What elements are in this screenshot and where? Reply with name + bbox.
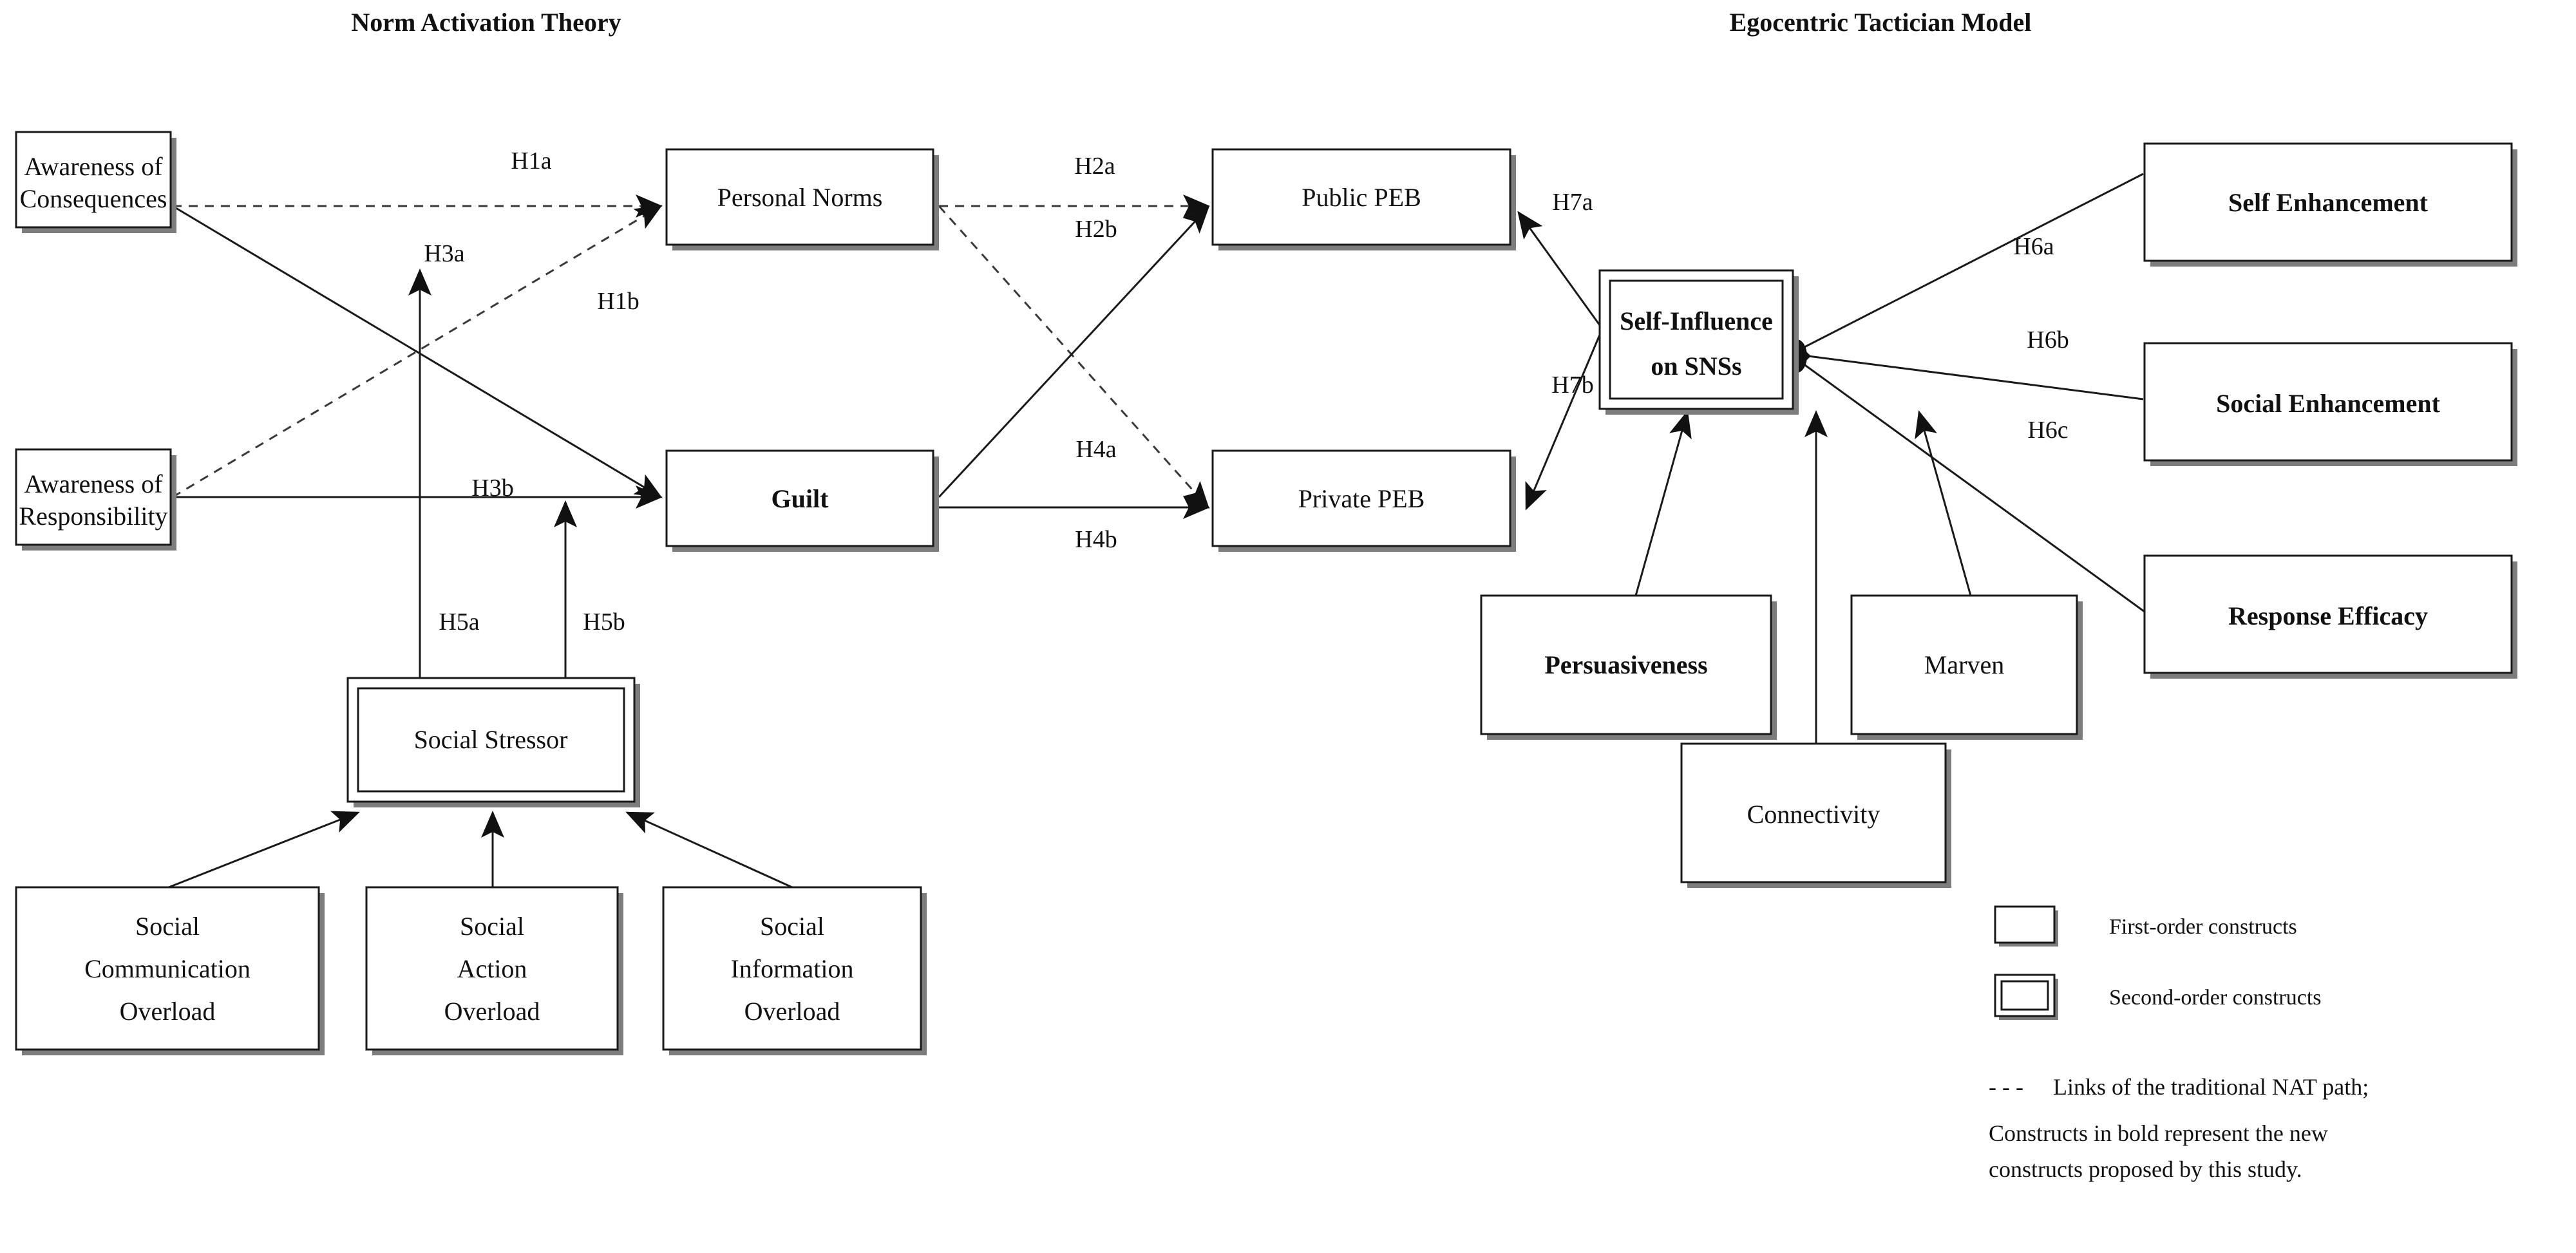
box-social-information-overload[interactable]: Social Information Overload	[662, 886, 927, 1055]
box-label-line1: Social	[760, 912, 824, 941]
label-h2a: H2a	[1074, 153, 1115, 180]
box-label-line2: on SNSs	[1651, 352, 1741, 381]
legend-first-order-swatch	[1994, 905, 2058, 947]
box-label-line2: Communication	[84, 954, 251, 983]
legend-second-order-label: Second-order constructs	[2109, 986, 2322, 1010]
box-personal-norms[interactable]: Personal Norms	[665, 148, 939, 250]
box-label-line2: Action	[457, 954, 527, 983]
legend: First-order constructs Second-order cons…	[1989, 905, 2369, 1182]
legend-note-line1: Links of the traditional NAT path;	[2053, 1074, 2369, 1100]
path-h7b	[1525, 334, 1601, 511]
box-label-line1: Public PEB	[1302, 183, 1421, 212]
label-h1b: H1b	[597, 288, 639, 315]
path-h2b	[938, 205, 1209, 509]
box-label-line1: Awareness of	[24, 469, 163, 498]
label-h3b: H3b	[471, 475, 513, 502]
box-marven[interactable]: Marven	[1850, 594, 2083, 740]
box-persuasiveness[interactable]: Persuasiveness	[1480, 594, 1777, 740]
label-h7b: H7b	[1551, 372, 1593, 399]
box-label-line1: Self Enhancement	[2228, 188, 2429, 217]
box-self-enhancement[interactable]: Self Enhancement	[2143, 142, 2517, 267]
path-social-comm-overload-to-stressor	[168, 811, 360, 889]
box-label-line1: Response Efficacy	[2228, 601, 2428, 630]
box-social-stressor[interactable]: Social Stressor	[346, 677, 640, 807]
box-label-line2: Responsibility	[19, 502, 167, 531]
label-h7a: H7a	[1552, 189, 1593, 216]
label-h1a: H1a	[511, 147, 551, 174]
label-h3a: H3a	[424, 240, 464, 267]
path-h6c	[1803, 363, 2145, 613]
box-guilt[interactable]: Guilt	[665, 449, 939, 552]
box-label-line2: Information	[730, 954, 853, 983]
box-awareness-of-consequences[interactable]: Awareness of Consequences	[15, 131, 176, 233]
label-h5b: H5b	[583, 608, 625, 636]
legend-dash-glyph: - - -	[1989, 1074, 2023, 1100]
path-marven-to-self-influence	[1915, 410, 1972, 596]
box-social-action-overload[interactable]: Social Action Overload	[365, 886, 623, 1055]
box-label-line1: Guilt	[772, 484, 829, 513]
box-label-line1: Social Stressor	[414, 725, 568, 754]
box-private-peb[interactable]: Private PEB	[1211, 449, 1516, 552]
box-label-line1: Persuasiveness	[1544, 650, 1707, 679]
path-persuasiveness-to-self-influence	[1634, 410, 1692, 596]
legend-note-line3: constructs proposed by this study.	[1989, 1156, 2302, 1182]
legend-first-order-label: First-order constructs	[2109, 915, 2297, 939]
box-label-line1: Self-Influence	[1620, 306, 1773, 335]
box-public-peb[interactable]: Public PEB	[1211, 148, 1516, 250]
box-connectivity[interactable]: Connectivity	[1680, 742, 1951, 888]
box-label-line2: Consequences	[20, 184, 167, 213]
path-h3a	[172, 205, 663, 498]
box-label-line1: Awareness of	[24, 152, 163, 181]
box-label-line3: Overload	[744, 997, 840, 1026]
box-label-line1: Personal Norms	[717, 183, 883, 212]
title-left: Norm Activation Theory	[351, 8, 621, 37]
box-self-influence-on-sns[interactable]: Self-Influence on SNSs	[1598, 269, 1799, 415]
path-h1b	[172, 205, 663, 498]
box-label-line1: Social	[135, 912, 200, 941]
label-h5a: H5a	[439, 608, 479, 636]
box-response-efficacy[interactable]: Response Efficacy	[2143, 554, 2517, 679]
box-label-line1: Connectivity	[1747, 800, 1880, 829]
legend-note-line2: Constructs in bold represent the new	[1989, 1120, 2328, 1146]
label-h6b: H6b	[2027, 326, 2069, 353]
box-label-line1: Social	[460, 912, 524, 941]
path-h4a	[938, 205, 1210, 498]
path-social-info-overload-to-stressor	[625, 811, 793, 889]
path-h6a	[1803, 173, 2144, 349]
path-h7a	[1517, 211, 1601, 326]
label-h4a: H4a	[1075, 436, 1116, 463]
box-label-line3: Overload	[120, 997, 216, 1026]
label-h4b: H4b	[1075, 526, 1117, 553]
box-social-communication-overload[interactable]: Social Communication Overload	[15, 886, 325, 1055]
label-h6a: H6a	[2013, 233, 2054, 260]
box-label-line1: Social Enhancement	[2216, 389, 2440, 418]
label-h2b: H2b	[1075, 216, 1117, 243]
box-social-enhancement[interactable]: Social Enhancement	[2143, 342, 2517, 466]
box-label-line3: Overload	[444, 997, 540, 1026]
box-label-line1: Marven	[1924, 650, 2004, 679]
box-awareness-of-responsibility[interactable]: Awareness of Responsibility	[15, 448, 176, 551]
legend-second-order-swatch	[1994, 974, 2058, 1020]
title-right: Egocentric Tactician Model	[1730, 8, 2032, 37]
label-h6c: H6c	[2027, 417, 2068, 444]
box-label-line1: Private PEB	[1298, 484, 1425, 513]
path-h6b	[1803, 354, 2144, 400]
